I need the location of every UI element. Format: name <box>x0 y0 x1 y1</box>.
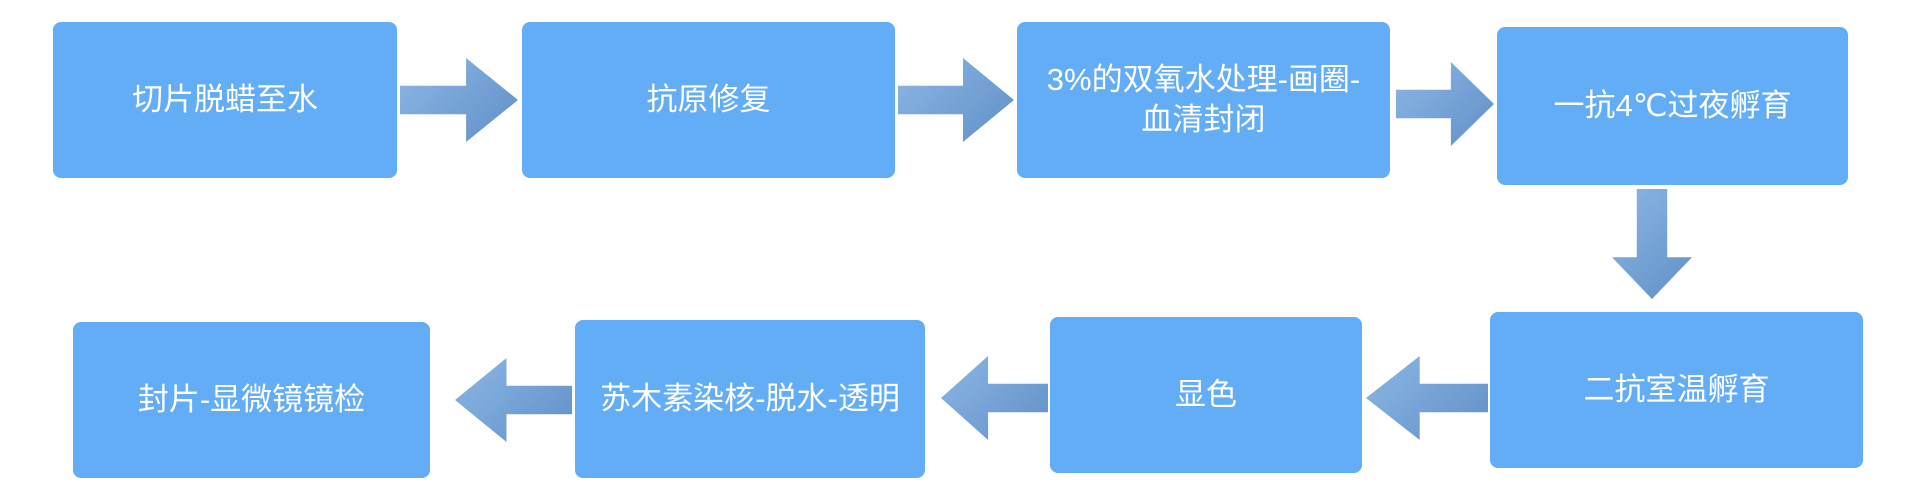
flow-step-8-label: 封片-显微镜镜检 <box>137 381 366 417</box>
arrow-step3-to-step4-right-icon <box>1396 62 1494 146</box>
flow-step-2: 抗原修复 <box>522 22 895 178</box>
flow-step-7-label: 苏木素染核-脱水-透明 <box>600 380 900 416</box>
arrow-step2-to-step3-right-icon <box>898 58 1014 142</box>
flow-step-5-label: 二抗室温孵育 <box>1583 371 1770 407</box>
arrow-step7-to-step8-left-icon <box>455 358 572 442</box>
arrow-step4-to-step5-down-icon <box>1612 189 1692 299</box>
flow-step-1: 切片脱蜡至水 <box>53 22 397 178</box>
flow-step-3: 3%的双氧水处理-画圈-血清封闭 <box>1017 22 1390 178</box>
arrow-step5-to-step6-left-icon <box>1366 356 1488 440</box>
flow-step-6: 显色 <box>1050 317 1362 473</box>
arrow-step6-to-step7-left-icon <box>941 356 1048 440</box>
flow-step-1-label: 切片脱蜡至水 <box>132 81 318 117</box>
flow-step-3-label: 3%的双氧水处理-画圈-血清封闭 <box>1046 61 1361 137</box>
flow-step-7: 苏木素染核-脱水-透明 <box>575 320 925 478</box>
flow-step-6-label: 显色 <box>1175 376 1237 412</box>
flow-step-4-label: 一抗4℃过夜孵育 <box>1553 87 1792 123</box>
flow-step-2-label: 抗原修复 <box>646 81 771 117</box>
flow-step-8: 封片-显微镜镜检 <box>73 322 430 478</box>
flow-step-4: 一抗4℃过夜孵育 <box>1497 27 1848 185</box>
flow-step-5: 二抗室温孵育 <box>1490 312 1863 468</box>
arrow-step1-to-step2-right-icon <box>400 58 518 142</box>
